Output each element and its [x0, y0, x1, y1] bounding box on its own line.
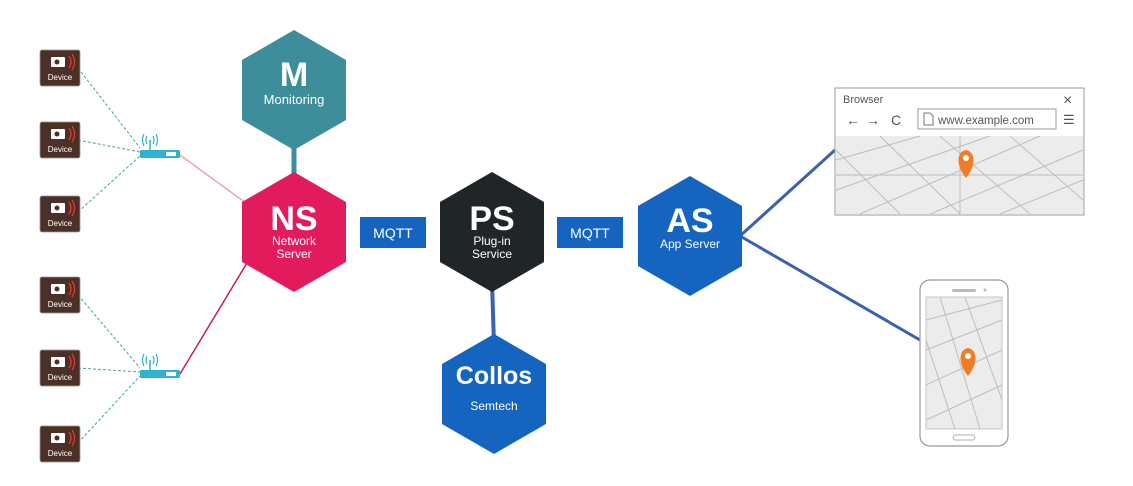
antenna-signal-icon [141, 353, 159, 367]
pin-dot [963, 155, 969, 161]
plugin-service-node[interactable]: PS Plug-in Service [440, 172, 544, 292]
device[interactable]: Device [39, 49, 81, 87]
device-lens [54, 286, 60, 292]
address-bar[interactable] [917, 108, 1057, 130]
monitoring-hexagon [242, 30, 346, 150]
gateway-ns-link [179, 257, 251, 375]
pin-dot [965, 353, 971, 359]
app-server-hexagon [638, 176, 742, 296]
device-lens [54, 205, 60, 211]
location-pin-icon [958, 150, 974, 178]
browser-title: Browser [843, 94, 884, 106]
monitoring-name: Monitoring [264, 92, 325, 107]
signal-icon [68, 125, 76, 143]
device-lens [54, 59, 60, 65]
device[interactable]: Device [39, 349, 81, 387]
browser-window[interactable]: Browser × ← → C www.example.com ☰ [834, 87, 1085, 216]
address-url: www.example.com [937, 115, 1034, 127]
collos-node[interactable]: Collos Semtech [442, 334, 546, 454]
plugin-service-hexagon [440, 172, 544, 292]
network-server-node[interactable]: NS Network Server [242, 172, 346, 292]
device-lens [54, 435, 60, 441]
network-server-name-line2: Server [276, 247, 311, 261]
device[interactable]: Device [39, 121, 81, 159]
device-lens [54, 359, 60, 365]
mqtt-badge-right: MQTT [557, 217, 623, 248]
device-label: Device [48, 145, 73, 154]
device[interactable]: Device [39, 276, 81, 314]
plugin-service-abbr: PS [469, 200, 514, 238]
device-label: Device [48, 449, 73, 458]
mqtt-badge-bg [557, 217, 623, 248]
map-streets [835, 135, 1084, 215]
app-server-abbr: AS [666, 202, 713, 240]
gateway[interactable] [140, 133, 180, 158]
smartphone[interactable] [919, 279, 1009, 447]
device-link [77, 294, 141, 369]
mqtt-badge-left: MQTT [360, 217, 426, 248]
device-lens [54, 131, 60, 137]
gateway-ns-link [179, 154, 251, 207]
app-server-node[interactable]: AS App Server [638, 176, 742, 296]
phone-camera [983, 288, 987, 292]
gateway-ports [166, 372, 176, 376]
collos-name: Semtech [470, 399, 517, 413]
back-arrow-icon[interactable]: ← [846, 112, 860, 128]
mqtt-label: MQTT [570, 225, 610, 241]
device-link [77, 155, 141, 213]
as-browser-link [738, 148, 837, 238]
page-icon [923, 112, 934, 126]
antenna-signal-icon [141, 133, 159, 147]
forward-arrow-icon[interactable]: → [866, 112, 880, 128]
app-server-name: App Server [660, 237, 720, 251]
signal-icon [68, 280, 76, 298]
network-server-name-line1: Network [272, 234, 317, 248]
device-label: Device [48, 300, 73, 309]
device-label: Device [48, 73, 73, 82]
mqtt-badge-bg [360, 217, 426, 248]
devices: Device Device Device Device [39, 49, 81, 463]
device[interactable]: Device [39, 425, 81, 463]
phone-map-streets [925, 296, 1003, 430]
gateway[interactable] [140, 353, 180, 378]
signal-icon [68, 429, 76, 447]
location-pin-icon [960, 348, 976, 376]
device-link [77, 139, 141, 153]
device-link [77, 367, 141, 373]
plugin-service-name-line2: Service [472, 247, 512, 261]
signal-icon [68, 353, 76, 371]
reload-icon[interactable]: C [891, 112, 901, 128]
as-phone-link [739, 234, 921, 342]
monitoring-abbr: M [280, 56, 308, 94]
device-label: Device [48, 219, 73, 228]
mqtt-label: MQTT [373, 225, 413, 241]
menu-icon[interactable]: ☰ [1063, 112, 1075, 127]
network-server-hexagon [242, 172, 346, 292]
network-server-abbr: NS [270, 200, 317, 238]
signal-icon [68, 199, 76, 217]
device[interactable]: Device [39, 195, 81, 233]
collos-abbr: Collos [456, 362, 532, 390]
close-icon[interactable]: × [1063, 92, 1072, 109]
device-link [77, 375, 141, 444]
device-link [77, 67, 141, 149]
plugin-service-name-line1: Plug-in [473, 234, 510, 248]
gateway-ports [166, 152, 176, 156]
monitoring-node[interactable]: M Monitoring [242, 30, 346, 150]
device-label: Device [48, 373, 73, 382]
collos-hexagon [442, 334, 546, 454]
phone-home-button [952, 434, 976, 441]
phone-speaker [952, 289, 976, 292]
signal-icon [68, 53, 76, 71]
